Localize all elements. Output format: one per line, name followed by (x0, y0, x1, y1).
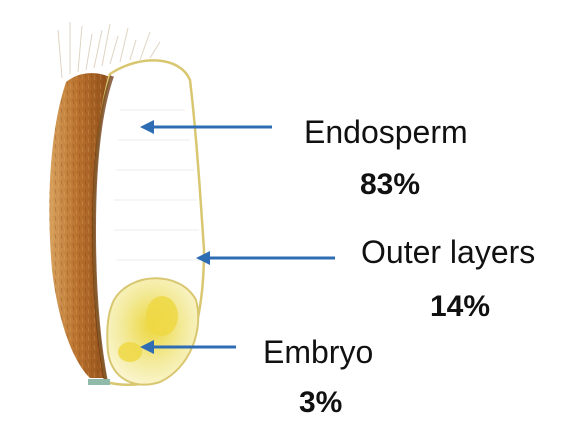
outer-layers-percent: 14% (430, 292, 490, 322)
embryo-percent: 3% (299, 388, 342, 418)
embryo-label: Embryo (263, 336, 373, 368)
outer-layers-label: Outer layers (361, 236, 535, 268)
embryo-region (107, 278, 198, 384)
endosperm-percent: 83% (360, 170, 420, 200)
endosperm-label: Endosperm (304, 116, 468, 148)
grain-base (88, 379, 110, 385)
